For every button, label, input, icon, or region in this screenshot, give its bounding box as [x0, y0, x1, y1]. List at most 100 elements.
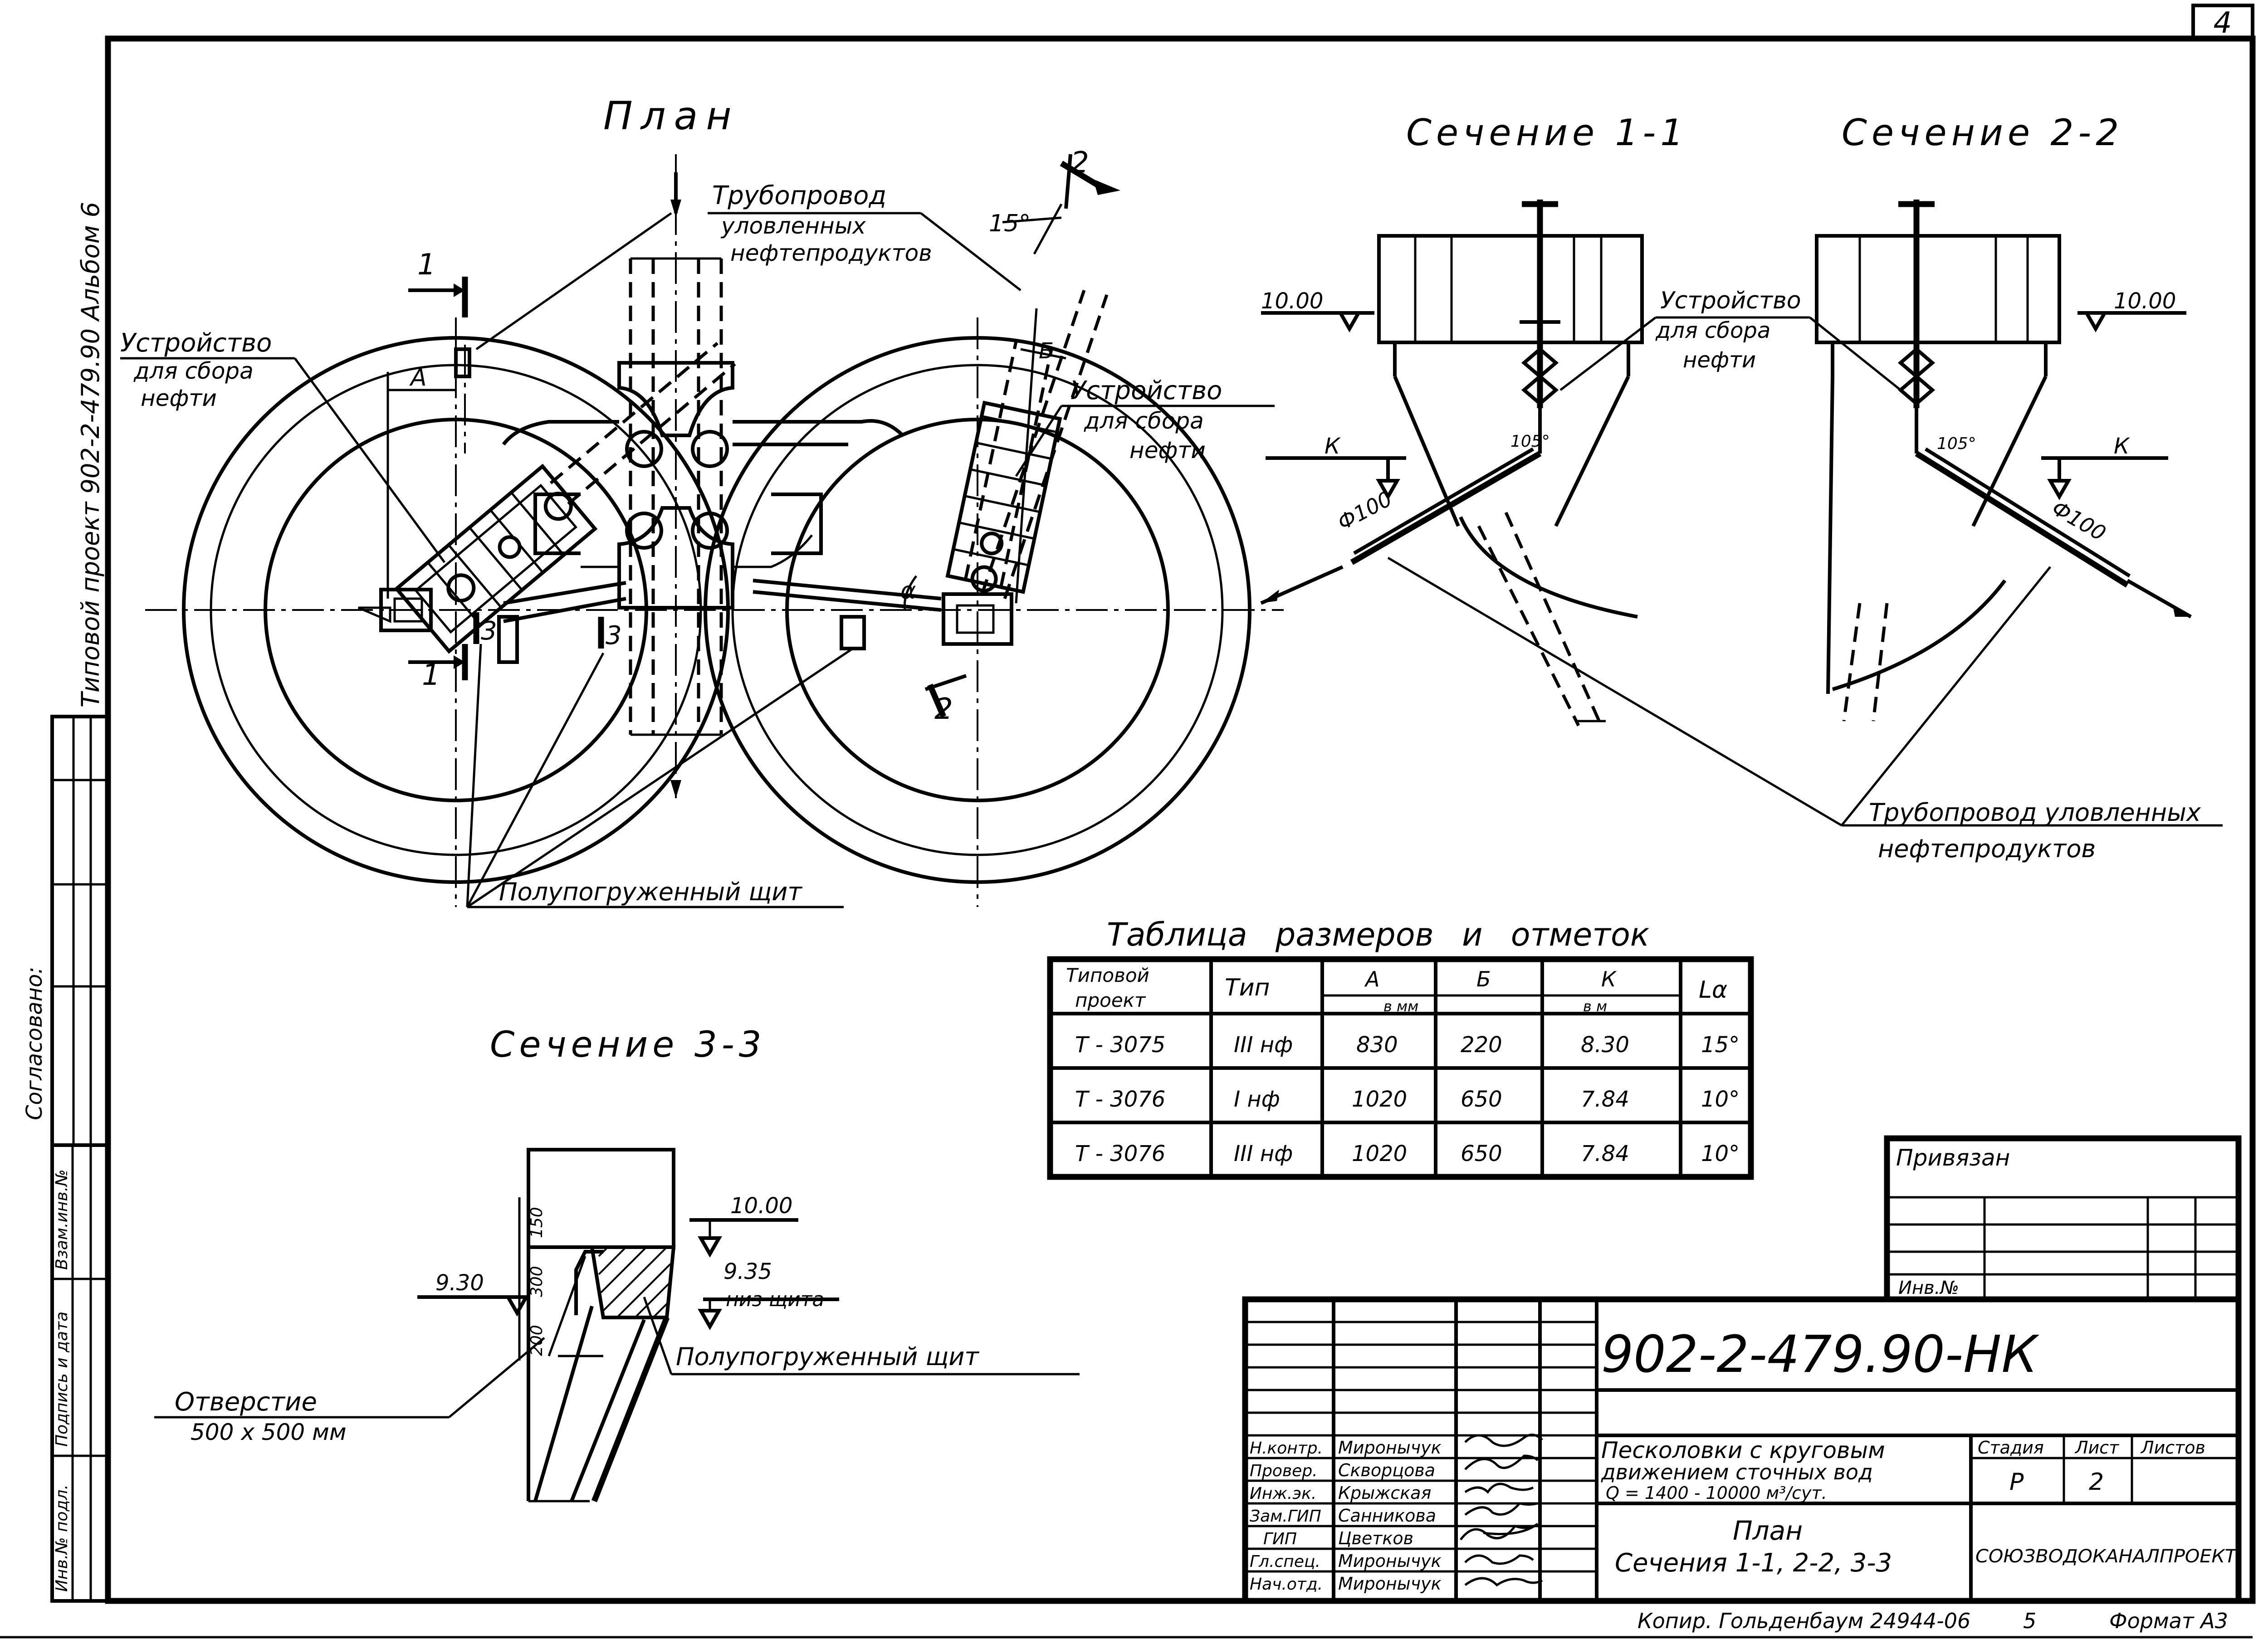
cell-r0-c2: 830	[1356, 1032, 1398, 1058]
cell-r0-c0: Т - 3075	[1075, 1032, 1165, 1058]
plan-shield-label: Полупогруженный щит	[499, 878, 802, 906]
name-2: Крыжская	[1338, 1483, 1431, 1503]
cut3-b: 3	[606, 621, 622, 650]
table-row: Т - 3075 III нф 830 220 8.30 15°	[1075, 1032, 1740, 1058]
role-2: Инж.эк.	[1250, 1484, 1316, 1503]
agreed-label: Согласовано:	[22, 966, 47, 1120]
th-b: Б	[1476, 967, 1491, 991]
copy-line: Копир. Гольденбаум 24944-06 5 Формат А3	[1637, 1609, 2228, 1633]
copy-text: Копир. Гольденбаум 24944-06	[1637, 1609, 1970, 1633]
table-title: Таблица размеров и отметок	[1107, 916, 1649, 953]
cut2-top: 2	[1070, 146, 1089, 180]
plan-device-right-3: нефти	[1129, 437, 1206, 463]
section33-level-930: 9.30	[435, 1270, 484, 1296]
cell-r0-c3: 220	[1461, 1032, 1502, 1058]
section11-device-1: Устройство	[1660, 287, 1801, 314]
plan-device-left-2: для сбора	[133, 358, 254, 384]
cell-r2-c2: 1020	[1352, 1141, 1407, 1166]
org-name: СОЮЗВОДОКАНАЛПРОЕКТ	[1975, 1546, 2238, 1567]
section22-level-1000: 10.00	[2114, 288, 2176, 314]
cut3-a: 3	[481, 616, 497, 646]
title-block: 902-2-479.90-НК Н.контр. Провер. Инж.эк.…	[1242, 1296, 2242, 1604]
left-margin-stamp: Типовой проект 902-2-479.90 Альбом 6 Сог…	[22, 202, 110, 1603]
section33-level-935-note: низ щита	[726, 1288, 824, 1311]
section33-dim-300: 300	[528, 1266, 546, 1297]
th-k: К	[1601, 967, 1617, 991]
plan-pipe-label-2: уловленных	[720, 213, 866, 239]
privyazan-label: Привязан	[1896, 1145, 2010, 1171]
cut2-bottom: 2	[934, 693, 953, 726]
section33-title: Сечение 3-3	[490, 1024, 766, 1065]
table-row: Т - 3076 III нф 1020 650 7.84 10°	[1075, 1141, 1740, 1166]
format-label: Формат А3	[2109, 1609, 2228, 1633]
section11-level-k: К	[1325, 434, 1341, 459]
doc-code: 902-2-479.90-НК	[1601, 1325, 2039, 1384]
cell-r2-c0: Т - 3076	[1075, 1141, 1165, 1166]
inv-no-label: Инв.№	[1898, 1278, 1959, 1298]
sheet-label: Лист	[2074, 1438, 2120, 1458]
cell-r2-c4: 7.84	[1581, 1141, 1629, 1166]
section22-angle-105: 105°	[1937, 434, 1976, 453]
th-project-2: проект	[1075, 989, 1146, 1011]
name-3: Санникова	[1338, 1506, 1436, 1526]
role-0: Н.контр.	[1250, 1439, 1323, 1458]
role-4: ГИП	[1263, 1530, 1297, 1548]
cell-r1-c3: 650	[1461, 1087, 1502, 1112]
plan-device-right-1: Устройство	[1070, 376, 1222, 405]
desc-2: движением сточных вод	[1601, 1460, 1873, 1484]
signatures	[1460, 1434, 1543, 1587]
sheet-value: 2	[2089, 1468, 2104, 1496]
cell-r1-c1: I нф	[1234, 1087, 1280, 1112]
section33-level-935: 9.35	[723, 1259, 772, 1284]
th-alpha: Lα	[1699, 976, 1727, 1004]
sheet-title-2: Сечения 1-1, 2-2, 3-3	[1615, 1548, 1892, 1578]
cell-r1-c4: 7.84	[1581, 1087, 1629, 1112]
name-1: Скворцова	[1338, 1460, 1435, 1480]
section22-pipe-label-1: Трубопровод уловленных	[1869, 798, 2201, 827]
sheet-number: 4	[2214, 6, 2232, 40]
section33-dim-200: 200	[528, 1325, 546, 1356]
section-2-2: Сечение 2-2 Ф100 105° 10.00 К	[1387, 112, 2223, 863]
cell-r2-c1: III нф	[1234, 1141, 1293, 1166]
section11-title: Сечение 1-1	[1406, 112, 1688, 154]
cell-r2-c5: 10°	[1701, 1141, 1740, 1166]
section-1-1: Сечение 1-1 Ф100 105° 10.00 К	[1260, 112, 1810, 727]
cell-r1-c5: 10°	[1701, 1087, 1740, 1112]
dim-a: А	[409, 364, 427, 391]
th-project-1: Типовой	[1066, 964, 1149, 986]
th-a: А	[1364, 967, 1379, 991]
section33-dim-150: 150	[528, 1207, 546, 1238]
plan-device-right-2: для сбора	[1084, 408, 1204, 434]
plan-pipe-label-1: Трубопровод	[712, 181, 886, 210]
cell-r1-c2: 1020	[1352, 1087, 1407, 1112]
section11-level-1000: 10.00	[1261, 288, 1323, 314]
cell-r0-c5: 15°	[1701, 1032, 1740, 1058]
alpha-mark: α	[900, 577, 916, 605]
desc-1: Песколовки с круговым	[1601, 1437, 1885, 1464]
replace-inv-label: Взам.инв.№	[53, 1169, 71, 1270]
sheets-label: Листов	[2140, 1438, 2205, 1458]
name-4: Цветков	[1338, 1528, 1413, 1548]
stage-value: Р	[2009, 1468, 2024, 1496]
th-unit-m: в м	[1583, 998, 1607, 1015]
name-5: Миронычук	[1338, 1551, 1442, 1571]
section33-level-1000: 10.00	[730, 1193, 792, 1219]
plan-title: План	[603, 93, 740, 139]
project-ref-vertical: Типовой проект 902-2-479.90 Альбом 6	[76, 202, 105, 707]
th-type: Тип	[1225, 974, 1270, 1001]
cell-r1-c0: Т - 3076	[1075, 1087, 1165, 1112]
cell-r0-c1: III нф	[1234, 1032, 1293, 1058]
section33-shield-label: Полупогруженный щит	[676, 1342, 979, 1371]
cut1-top: 1	[417, 248, 436, 282]
plan-device-left-1: Устройство	[120, 328, 272, 358]
section11-device-3: нефти	[1683, 347, 1756, 373]
section22-pipe-label-2: нефтепродуктов	[1878, 834, 2096, 863]
name-0: Миронычук	[1338, 1438, 1442, 1458]
role-3: Зам.ГИП	[1250, 1507, 1321, 1526]
section33-opening-2: 500 х 500 мм	[191, 1419, 347, 1445]
cell-r2-c3: 650	[1461, 1141, 1502, 1166]
section11-device-2: для сбора	[1655, 318, 1770, 343]
section22-title: Сечение 2-2	[1842, 112, 2123, 154]
role-5: Гл.спец.	[1250, 1552, 1320, 1571]
